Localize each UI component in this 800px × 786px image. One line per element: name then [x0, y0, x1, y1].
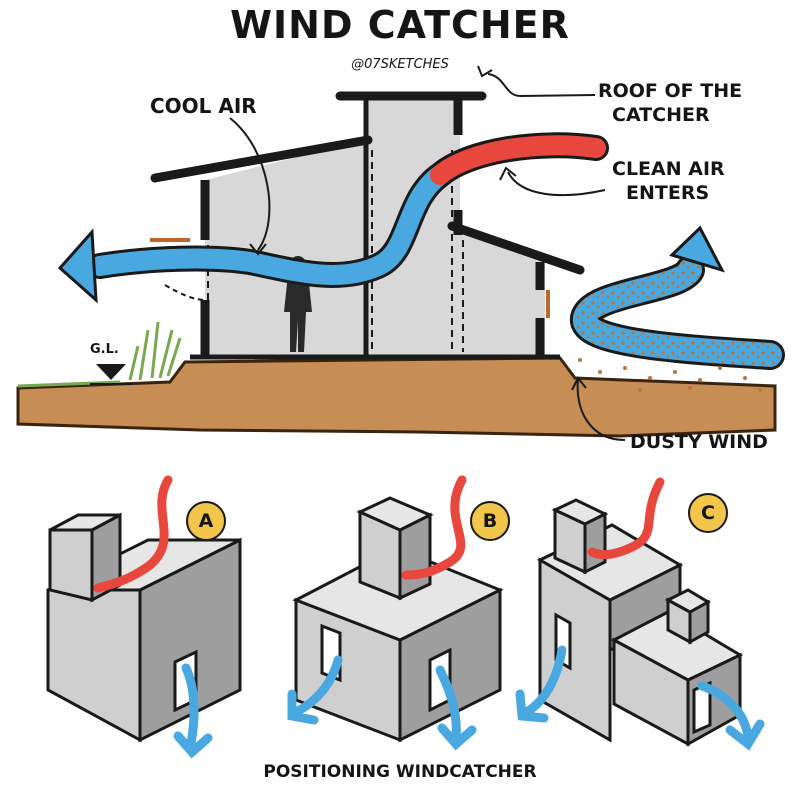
block-a-cool-air: [173, 663, 213, 759]
block-c-cool-air-right: [697, 681, 765, 751]
block-b-cool-air-right: [435, 665, 477, 751]
grass: [17, 321, 182, 388]
option-badge-c: C: [688, 493, 728, 533]
block-c: [515, 477, 765, 751]
label-roof-line2: CATCHER: [612, 104, 710, 126]
ground: [16, 356, 777, 438]
dusty-wind-leader: [571, 376, 626, 441]
right-roof: [447, 221, 585, 275]
caption: POSITIONING WINDCATCHER: [263, 762, 537, 782]
option-badge-a: A: [186, 501, 226, 541]
block-c-hot-air: [587, 477, 665, 560]
house-section: [16, 65, 785, 441]
ground-level-marker: [96, 364, 126, 380]
cool-air-flow-blue: [90, 165, 450, 285]
shaft-dashes: [207, 150, 464, 352]
clean-air-leader: [499, 166, 606, 197]
label-clean-air-line2: ENTERS: [626, 182, 710, 204]
label-ground-level: G.L.: [90, 342, 119, 357]
block-a-hot-air: [93, 475, 173, 593]
dusty-wind-arrowhead: [669, 225, 725, 273]
label-roof-line1: ROOF OF THE: [598, 80, 743, 102]
label-cool-air: COOL AIR: [150, 94, 257, 118]
option-badge-b: B: [470, 501, 510, 541]
block-c-cool-air-left: [515, 645, 567, 723]
left-roof: [150, 135, 373, 183]
house-walls: [205, 100, 545, 355]
author-handle: @07SKETCHES: [351, 57, 449, 72]
block-b-cool-air-left: [287, 655, 343, 725]
block-b: [287, 475, 504, 751]
diagram-title: WIND CATCHER: [230, 3, 570, 47]
dust-particles: [578, 358, 762, 392]
cool-air-leader: [229, 117, 271, 256]
dusty-wind-dots: [573, 258, 782, 367]
roof-leader: [477, 65, 596, 98]
cool-air-arrowhead: [57, 228, 98, 304]
block-b-hot-air: [401, 475, 467, 580]
window-swing: [164, 284, 206, 301]
label-dusty-wind: DUSTY WIND: [630, 431, 768, 453]
label-clean-air-line1: CLEAN AIR: [612, 158, 725, 180]
hot-air-flow: [430, 135, 606, 185]
block-a: [46, 475, 242, 759]
